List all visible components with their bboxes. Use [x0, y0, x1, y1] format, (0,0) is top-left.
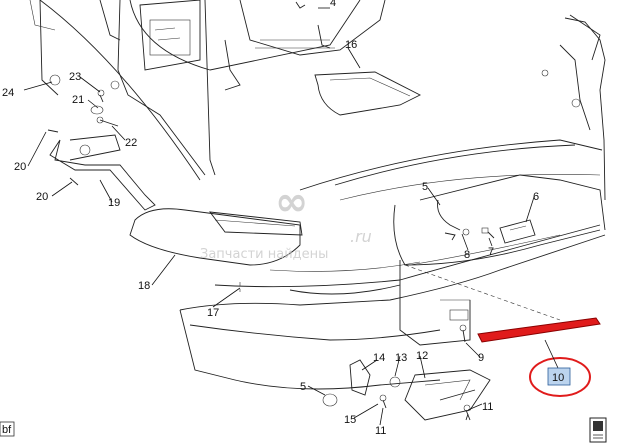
leader-lines	[23, 7, 535, 426]
callout-12: 12	[416, 350, 428, 362]
callout-box-10	[547, 367, 571, 386]
watermark-url-fragment: .ru	[350, 227, 372, 246]
bumper-fascia	[179, 174, 606, 390]
callout-19: 19	[108, 197, 120, 209]
callout-16: 16	[345, 39, 357, 51]
watermark: ∞ .ru Запчасти найдены	[200, 179, 372, 262]
callout-10: 10	[552, 372, 564, 384]
rear-lamp-housing-18	[129, 208, 303, 266]
callout-8: 8	[464, 249, 470, 261]
callout-5-lower: 5	[300, 381, 306, 393]
callout-15: 15	[344, 414, 356, 426]
highlighted-strip-part-10[interactable]	[477, 317, 601, 343]
callout-20-lower: 20	[36, 191, 48, 203]
callout-circle-10	[529, 357, 591, 397]
guide-lines	[239, 264, 561, 321]
rear-body-structure	[29, 0, 386, 181]
callout-11-bottom: 11	[375, 425, 386, 437]
callout-labels: 4 16 24 23 21 22 20 20 19 18 17 5 6 8 7 …	[2, 0, 564, 437]
license-area-parts	[437, 199, 536, 244]
callout-6: 6	[533, 191, 539, 203]
callout-22: 22	[125, 137, 137, 149]
bracket-pair-4	[224, 1, 331, 91]
callout-11-right: 11	[482, 401, 493, 413]
callout-9: 9	[478, 352, 484, 364]
callout-17: 17	[207, 307, 219, 319]
corner-tag: bf	[2, 424, 12, 436]
callout-7: 7	[488, 246, 494, 258]
document-icon	[589, 417, 607, 443]
callout-20-upper: 20	[14, 161, 26, 173]
callout-23: 23	[69, 71, 81, 83]
callout-14: 14	[373, 352, 385, 364]
callout-5-upper: 5	[422, 181, 428, 193]
bracket-assembly-19	[47, 116, 156, 211]
callout-18: 18	[138, 280, 150, 292]
fasteners-21-24	[49, 74, 120, 115]
svg-text:∞: ∞	[275, 179, 308, 225]
corner-tag-box	[0, 421, 15, 437]
callout-24: 24	[2, 87, 14, 99]
callout-13: 13	[395, 352, 407, 364]
callout-4: 4	[330, 0, 336, 9]
trim-pad-16	[314, 71, 421, 116]
lower-parts	[322, 324, 491, 421]
callout-21: 21	[72, 94, 84, 106]
quarter-panel-right	[299, 14, 606, 201]
watermark-text: Запчасти найдены	[200, 247, 328, 262]
